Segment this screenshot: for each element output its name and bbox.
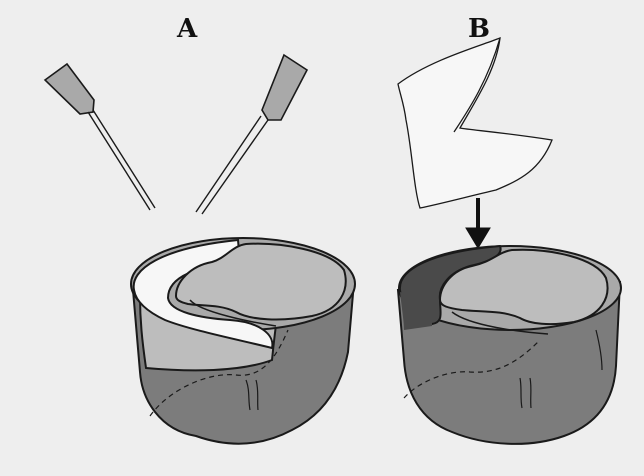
heart-a	[131, 238, 355, 444]
needle-icon	[45, 64, 155, 210]
down-arrow-icon	[466, 198, 490, 248]
patch-icon	[398, 38, 552, 208]
heart-b	[398, 246, 621, 444]
needle-icon	[196, 55, 307, 214]
